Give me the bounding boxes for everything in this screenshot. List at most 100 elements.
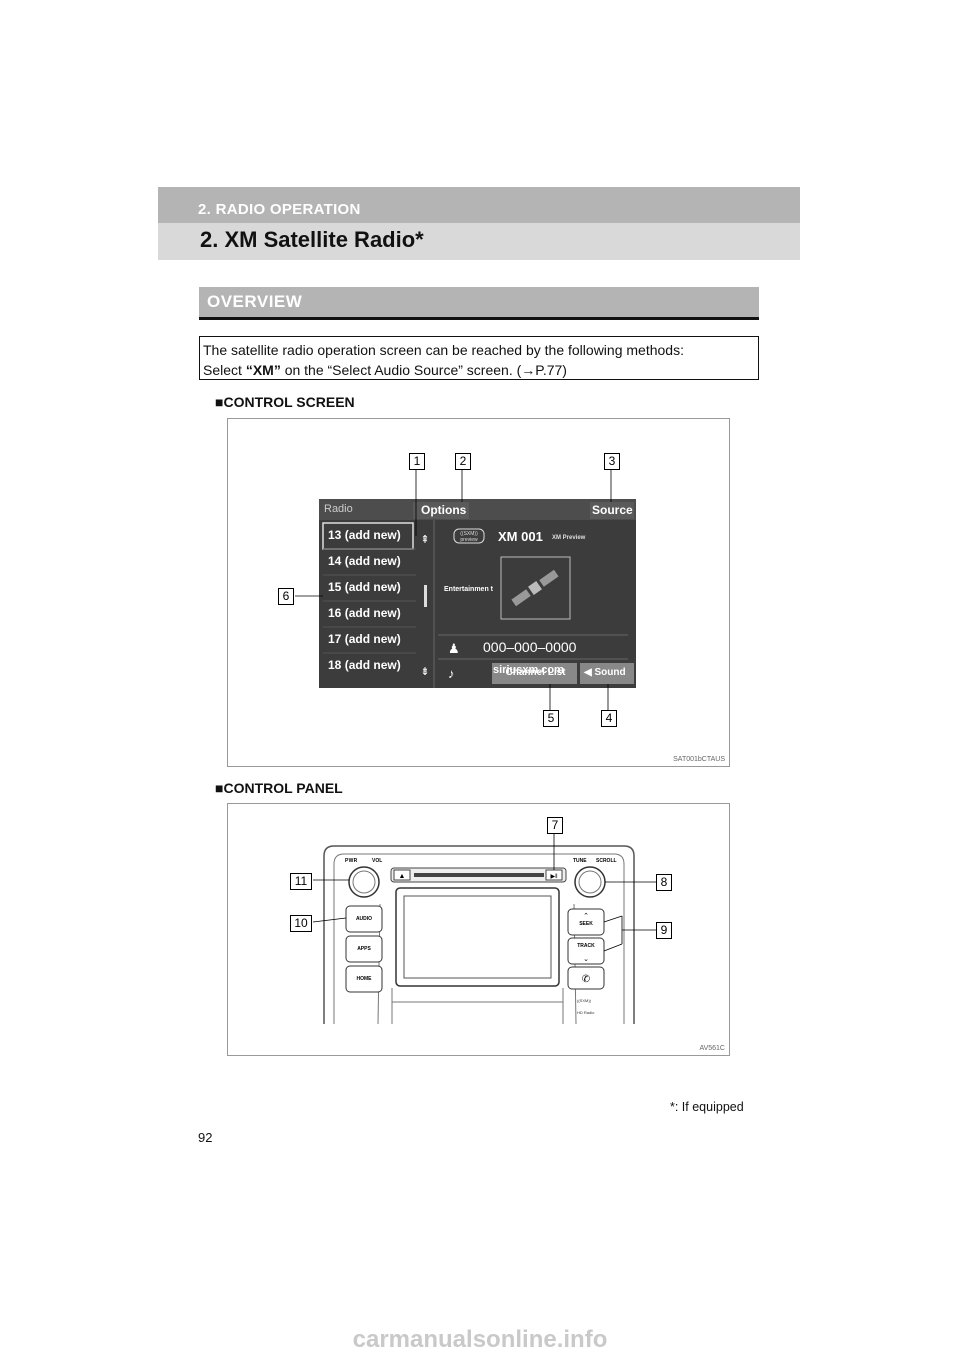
phone-number: 000–000–0000 <box>483 639 577 655</box>
overview-line2-pre: Select <box>203 362 246 378</box>
sound-text: Sound <box>594 667 626 678</box>
pwr-label: PWR <box>345 858 358 864</box>
category-label: Entertainmen t <box>444 586 494 593</box>
callout-1: 1 <box>409 453 425 470</box>
scroll-label: SCROLL <box>596 858 617 864</box>
footnote: *: If equipped <box>670 1100 744 1114</box>
speaker-icon: ◀ <box>584 667 592 678</box>
audio-button[interactable] <box>345 905 383 933</box>
scroll-down-icon[interactable]: ⇟ <box>420 666 429 678</box>
preset-number: 15 <box>328 580 342 594</box>
channel-number: XM 001 <box>498 529 543 544</box>
control-screen-figure: ⇞ ⇟ ♟ ♪ Radio Options Source 13 (add new… <box>227 418 730 767</box>
preset-item[interactable]: 13 (add new) <box>328 528 401 542</box>
preset-label: (add new) <box>344 554 401 568</box>
preset-item[interactable]: 17 (add new) <box>328 632 401 646</box>
callout-3: 3 <box>604 453 620 470</box>
screen-title: Radio <box>324 503 353 515</box>
preset-label: (add new) <box>344 658 401 672</box>
preset-number: 17 <box>328 632 342 646</box>
callout-10: 10 <box>290 915 312 932</box>
callout-11: 11 <box>290 873 312 890</box>
control-panel-heading: ■CONTROL PANEL <box>215 780 343 796</box>
song-icon: ♪ <box>448 666 455 681</box>
album-art-frame <box>500 556 571 620</box>
track-down-icon: ⌄ <box>583 956 589 963</box>
source-button[interactable] <box>590 502 634 519</box>
preset-item[interactable]: 16 (add new) <box>328 606 401 620</box>
preset-number: 16 <box>328 606 342 620</box>
apps-button[interactable] <box>345 935 383 963</box>
artist-icon: ♟ <box>448 641 460 656</box>
satellite-icon <box>511 569 559 607</box>
touch-screen[interactable] <box>403 895 552 979</box>
channel-name: XM Preview <box>552 535 586 541</box>
preset-item[interactable]: 18 (add new) <box>328 658 401 672</box>
callout-9: 9 <box>656 922 672 939</box>
preset-number: 14 <box>328 554 342 568</box>
phone-button[interactable] <box>567 966 605 990</box>
track-label: TRACK <box>577 943 595 949</box>
play-pause-icon: ▶‖ <box>550 874 557 880</box>
page-title: 2. XM Satellite Radio* <box>200 227 424 252</box>
overview-line2-mid: on the “Select Audio Source” screen. ( <box>280 362 522 378</box>
control-panel-figure: ▲ ▶‖ ✆ ⌃ ⌄ PWR VOL TUNE <box>227 803 730 1056</box>
page-number: 92 <box>198 1130 213 1145</box>
callout-7: 7 <box>547 817 563 834</box>
seek-up-icon: ⌃ <box>583 912 589 920</box>
sxm-logo-text: ((SXM)) preview <box>460 531 478 543</box>
figure-code: AV561C <box>699 1045 725 1052</box>
eject-icon: ▲ <box>399 873 406 880</box>
tune-label: TUNE <box>573 858 587 864</box>
title-band <box>158 223 800 260</box>
overview-line-2: Select “XM” on the “Select Audio Source”… <box>203 360 684 380</box>
preset-item[interactable]: 14 (add new) <box>328 554 401 568</box>
watermark: carmanualsonline.info <box>352 1326 608 1353</box>
audio-label: AUDIO <box>355 916 373 922</box>
preset-number: 13 <box>328 528 342 542</box>
callout-4: 4 <box>601 710 617 727</box>
section-label: 2. RADIO OPERATION <box>198 201 361 218</box>
phone-icon: ✆ <box>582 974 590 985</box>
eject-button[interactable] <box>393 869 411 881</box>
overview-box <box>199 336 759 380</box>
preset-label: (add new) <box>344 606 401 620</box>
channel-list-label: Channel List <box>505 667 566 678</box>
preset-label: (add new) <box>344 528 401 542</box>
preset-label: (add new) <box>344 632 401 646</box>
control-screen-illustration: ⇞ ⇟ ♟ ♪ <box>295 469 636 710</box>
hd-radio-badge: HD Radio <box>577 1010 595 1015</box>
options-label: Options <box>421 503 467 517</box>
control-panel-illustration: ▲ ▶‖ ✆ ⌃ ⌄ <box>312 832 656 1025</box>
source-label: Source <box>592 503 633 517</box>
overview-xm-label: “XM” <box>245 362 281 378</box>
sxm-badge: ((SXM)) <box>577 998 591 1003</box>
apps-label: APPS <box>357 946 371 952</box>
section-header-band <box>158 187 800 223</box>
channel-list-button[interactable] <box>492 663 577 684</box>
callout-5: 5 <box>543 710 559 727</box>
callout-8: 8 <box>656 874 672 891</box>
website: siriusxm.com <box>493 664 564 676</box>
list-scrollbar[interactable] <box>424 585 427 607</box>
callout-2: 2 <box>455 453 471 470</box>
home-button[interactable] <box>345 965 383 993</box>
preset-number: 18 <box>328 658 342 672</box>
options-button[interactable] <box>413 502 469 519</box>
radio-display <box>319 499 636 688</box>
scroll-up-icon[interactable]: ⇞ <box>420 534 429 546</box>
radio-title-bar <box>319 499 636 520</box>
overview-line-1: The satellite radio operation screen can… <box>203 342 684 358</box>
overview-text: The satellite radio operation screen can… <box>203 340 684 380</box>
sound-label: ◀ Sound <box>584 667 626 678</box>
callout-6: 6 <box>278 588 294 605</box>
sound-button[interactable] <box>580 663 634 684</box>
sxm-logo <box>453 528 485 544</box>
preset-label: (add new) <box>344 580 401 594</box>
vol-label: VOL <box>372 858 383 864</box>
preset-item[interactable]: 15 (add new) <box>328 580 401 594</box>
overview-label: OVERVIEW <box>207 292 303 311</box>
home-label: HOME <box>356 976 372 982</box>
page-reference-link[interactable]: P.77) <box>535 362 567 378</box>
control-screen-heading: ■CONTROL SCREEN <box>215 394 355 410</box>
